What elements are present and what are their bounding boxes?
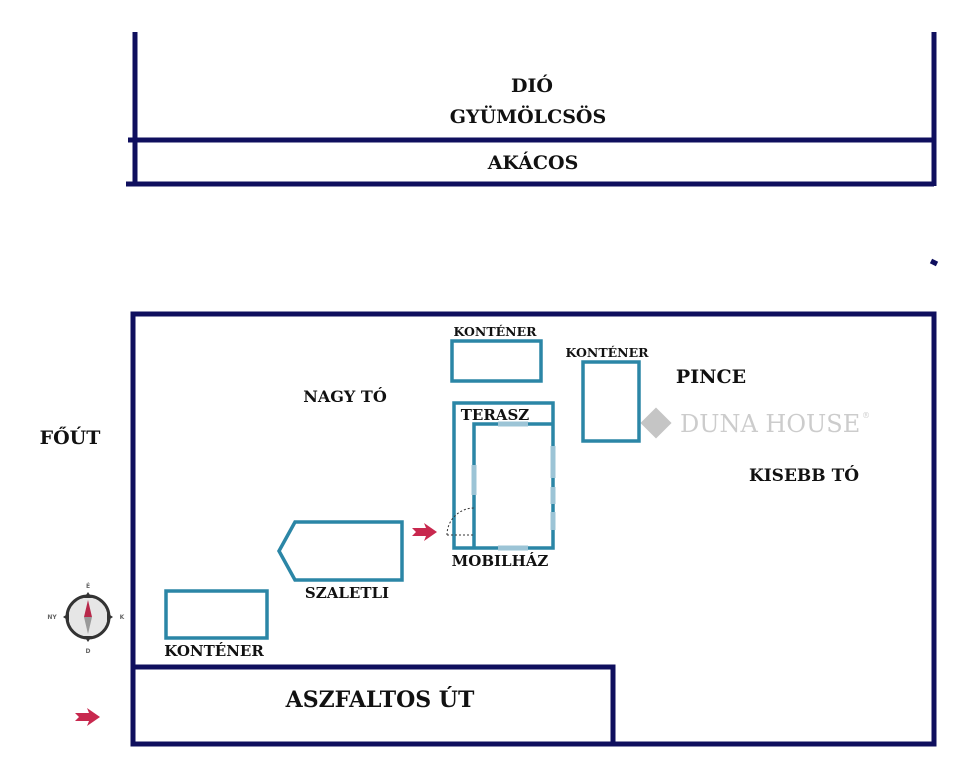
mobilhaz (446, 401, 556, 551)
label-kontener-right: KONTÉNER (565, 345, 649, 360)
entrance-arrow-icon (75, 708, 100, 726)
label-terasz: TERASZ (461, 406, 530, 424)
label-pince: PINCE (676, 366, 746, 388)
compass-west-label: NY (47, 614, 57, 621)
main-plot (130, 311, 937, 747)
label-fout: FŐÚT (40, 426, 101, 449)
label-kisebb-to: KISEBB TÓ (749, 465, 859, 486)
watermark-text: DUNA HOUSE (680, 410, 860, 438)
top-plot (126, 32, 939, 267)
compass-north-label: É (86, 582, 90, 590)
kontener-bottom (164, 589, 269, 640)
compass-east-label: K (120, 614, 125, 621)
label-dio: DIÓ (511, 74, 553, 97)
label-gyumolcsos: GYÜMÖLCSÖS (450, 105, 606, 128)
label-aszfaltos-ut: ASZFALTOS ÚT (285, 686, 475, 713)
label-kontener-top: KONTÉNER (453, 324, 537, 339)
watermark-mark: ® (862, 411, 870, 420)
label-mobilhaz: MOBILHÁZ (452, 552, 549, 570)
kontener-right (581, 360, 641, 443)
duna-house-watermark: DUNA HOUSE ® (640, 407, 870, 439)
kontener-top (450, 339, 543, 383)
label-szaletli: SZALETLI (305, 584, 389, 602)
label-kontener-bottom: KONTÉNER (164, 642, 264, 660)
label-akacos: AKÁCOS (487, 151, 579, 174)
entrance-arrow-icon (412, 523, 437, 541)
compass-icon: É D K NY (47, 582, 124, 655)
szaletli (277, 520, 404, 582)
compass-south-label: D (86, 648, 91, 655)
label-nagy-to: NAGY TÓ (303, 386, 387, 406)
